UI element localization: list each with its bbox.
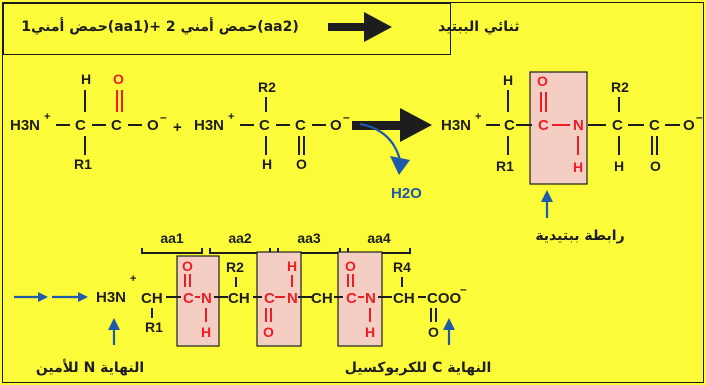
mol1-charge: +: [44, 111, 50, 123]
dp-charge: +: [475, 111, 481, 123]
dipeptide-structure: H3N + C H R1 C O N H C R2 H C: [441, 71, 703, 185]
equation-arrow: [328, 12, 392, 42]
mol1-minus: –: [160, 110, 167, 124]
equation-box: [3, 3, 451, 55]
dp-carbon-alpha1: C: [504, 117, 515, 134]
equation-row: (aa2)حمض أمني 2 +(aa1)حمض أمني1 ثنائي ال…: [21, 12, 520, 42]
chain-amine: H3N: [96, 289, 126, 306]
chain-ch-1: CH: [141, 290, 163, 307]
water-release-arrow: [359, 122, 410, 175]
residue-aa3: aa3: [297, 230, 321, 246]
dp-n-h: H: [573, 159, 583, 175]
dp-bottom-h: H: [614, 158, 624, 174]
water-label: H2O: [391, 185, 422, 202]
dp-minus: –: [696, 110, 703, 124]
dp-amine: H3N: [441, 117, 471, 134]
chain-bond-box-3: [337, 251, 383, 347]
dp-side-r2: R2: [611, 79, 629, 95]
chain-h-3: H: [365, 324, 375, 340]
c-terminus-label: النهاية C للكربوكسيل: [345, 360, 492, 376]
peptide-bond-label: رابطة ببتيدية: [535, 228, 624, 244]
c-terminus-pointer: [443, 318, 455, 345]
mol1-carbonyl-o: O: [113, 71, 124, 87]
chain-o-1: O: [182, 258, 193, 274]
mol1-oxide-o: O: [147, 117, 159, 134]
chain-c-1: C: [183, 290, 194, 307]
dp-top-h: H: [503, 72, 513, 88]
dp-nitrogen: N: [573, 117, 584, 134]
dp-carbonyl-c: C: [538, 117, 549, 134]
chain-c-2: C: [264, 290, 275, 307]
chain-bottom-o: O: [428, 324, 439, 340]
chain-incoming-arrows: [14, 292, 88, 302]
chain-ch-3: CH: [311, 290, 333, 307]
mol2-carbonyl-o: O: [296, 156, 307, 172]
chain-h-2: H: [287, 258, 297, 274]
chain-side-r4: R4: [393, 259, 411, 275]
plus-sign: +: [173, 119, 182, 136]
n-terminus-pointer: [108, 318, 120, 345]
chain-o-3: O: [345, 258, 356, 274]
chain-bond-box-1: [176, 255, 220, 347]
chain-side-r2: R2: [226, 259, 244, 275]
polypeptide-chain: H3N + CH R1 C O N H CH R2 H N C: [96, 258, 467, 340]
reaction-arrow: [352, 108, 432, 142]
mol1-side-r1: R1: [74, 156, 92, 172]
dp-side-r1: R1: [496, 158, 514, 174]
residue-aa1: aa1: [160, 230, 184, 246]
residue-brackets: aa1 aa2 aa3 aa4: [141, 230, 411, 254]
residue-aa4: aa4: [367, 230, 391, 246]
chain-ch-4: CH: [393, 290, 415, 307]
n-terminus-label: النهاية N للأمين: [36, 359, 144, 376]
mol2-amine: H3N: [194, 117, 224, 134]
chain-h-1: H: [201, 324, 211, 340]
mol2-carbon-alpha: C: [259, 117, 270, 134]
mol1-amine: H3N: [10, 117, 40, 134]
mol1-carbon-alpha: C: [75, 117, 86, 134]
dp-oxide-o: O: [683, 117, 695, 134]
chain-charge: +: [130, 273, 136, 285]
chain-side-r1: R1: [145, 319, 163, 335]
chain-ch-2: CH: [228, 290, 250, 307]
mol1-top-h: H: [81, 71, 91, 87]
chain-coo: COO: [427, 290, 462, 307]
chain-bond-box-2: [256, 251, 302, 347]
dp-carbonyl-c2: C: [649, 117, 660, 134]
dipeptide-text: ثنائي الببتيد: [438, 19, 520, 35]
dp-carbonyl-o: O: [537, 73, 548, 89]
dp-carbon-alpha2: C: [612, 117, 623, 134]
amino-acid-1: H3N + C H R1 C O O – +: [10, 71, 182, 172]
mol2-carbonyl-c: C: [295, 117, 306, 134]
dp-bottom-o: O: [650, 158, 661, 174]
mol2-side-r2: R2: [258, 79, 276, 95]
chain-minus: –: [460, 282, 467, 296]
chain-n-1: N: [201, 290, 212, 307]
peptide-bond-pointer: [541, 190, 553, 218]
mol2-bottom-h: H: [262, 156, 272, 172]
mol2-charge: +: [228, 111, 234, 123]
amino-acid-2: H3N + C R2 H C O O –: [194, 79, 350, 172]
reactants-text: (aa2)حمض أمني 2 +(aa1)حمض أمني1: [21, 17, 298, 35]
chain-o-2: O: [263, 324, 274, 340]
chain-n-3: N: [365, 290, 376, 307]
residue-aa2: aa2: [228, 230, 252, 246]
mol2-oxide-o: O: [330, 117, 342, 134]
mol1-carbonyl-c: C: [111, 117, 122, 134]
chain-c-3: C: [346, 290, 357, 307]
mol2-minus: –: [343, 110, 350, 124]
peptide-bond-box: [529, 71, 588, 185]
chain-n-2: N: [287, 290, 298, 307]
